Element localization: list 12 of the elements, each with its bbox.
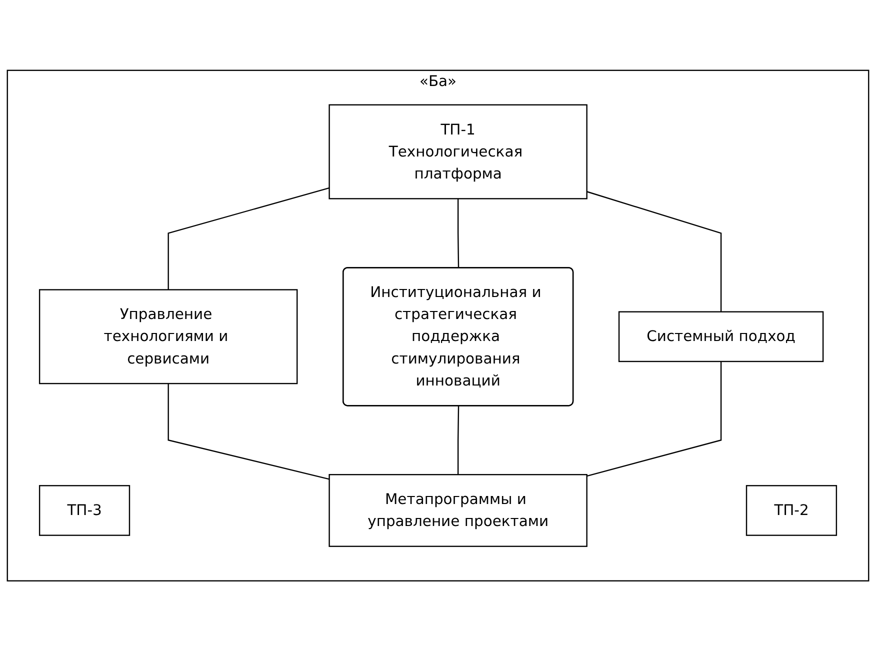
node-box: ТП-2 (746, 485, 838, 536)
node-box: ТП-3 (38, 485, 130, 536)
connector (168, 188, 330, 290)
node-box: Системный подход (618, 312, 824, 362)
node-box: Управление технологиями и сервисами (38, 290, 298, 385)
connector (168, 384, 330, 480)
node-box: Метапрограммы и управление проектами (328, 474, 588, 548)
connector (586, 191, 722, 312)
node-box: ТП-1 Технологическая платформа (328, 104, 588, 200)
connector (457, 199, 460, 269)
connector (586, 362, 722, 477)
connector (457, 406, 460, 475)
